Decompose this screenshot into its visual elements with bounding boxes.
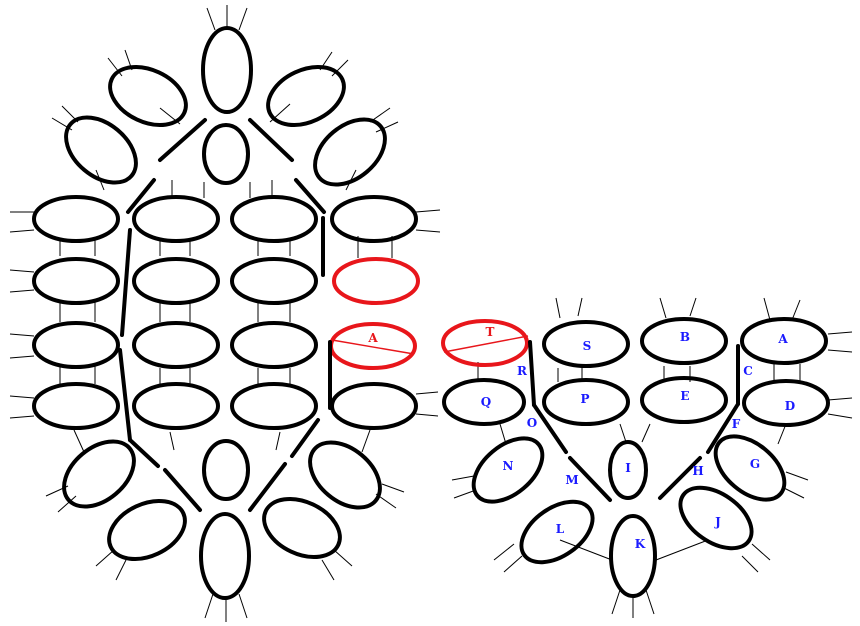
ring-label-a-left: A	[367, 331, 378, 345]
left-motif: A	[9, 5, 441, 622]
ring-b	[640, 317, 728, 365]
ring-label-b: B	[680, 330, 690, 344]
right-threads	[451, 297, 853, 618]
ring-e	[640, 376, 728, 424]
ring-a	[740, 317, 828, 365]
ring	[330, 195, 418, 243]
ring-label-g: G	[750, 457, 760, 471]
ring-g	[713, 434, 787, 502]
ring-j	[678, 485, 754, 551]
ring	[230, 382, 318, 430]
divider-line	[331, 339, 415, 355]
ring-label-p: P	[580, 392, 589, 406]
ring-label-i: I	[625, 461, 631, 475]
ring-label-h: H	[692, 464, 703, 478]
ring	[313, 117, 387, 187]
ring-label-e: E	[680, 389, 689, 403]
ring-k	[609, 514, 657, 598]
ring-label-s: S	[583, 339, 592, 353]
highlighted-ring	[332, 257, 420, 305]
ring-label-q: Q	[481, 395, 491, 409]
ring	[32, 257, 120, 305]
ring	[32, 195, 120, 243]
ring-n	[471, 436, 545, 504]
ring-l	[519, 499, 595, 565]
right-rings	[441, 317, 830, 598]
ring-label-c: C	[743, 364, 753, 378]
ring-label-a: A	[777, 332, 788, 346]
ring	[199, 512, 251, 600]
ring-label-o: O	[527, 416, 537, 430]
ring	[108, 64, 188, 128]
ring-q	[442, 378, 526, 426]
ring-label-m: M	[565, 473, 578, 487]
ring	[32, 321, 120, 369]
ring-s	[542, 320, 630, 368]
ring	[132, 321, 220, 369]
ring-label-d: D	[785, 399, 795, 413]
ring	[266, 64, 346, 128]
left-chains	[118, 118, 332, 512]
ring	[202, 439, 250, 501]
ring-label-k: K	[635, 537, 646, 551]
ring-i	[608, 440, 648, 500]
ring	[132, 195, 220, 243]
ring	[107, 498, 187, 562]
ring	[230, 195, 318, 243]
ring	[308, 440, 382, 510]
right-chains	[528, 340, 740, 502]
ring	[230, 321, 318, 369]
ring-label-t: T	[486, 325, 495, 339]
ring-p	[542, 378, 630, 426]
ring-label-j: J	[714, 515, 721, 529]
ring-d	[742, 379, 830, 427]
ring-label-l: L	[556, 522, 565, 536]
right-motif: T S B A R C Q P E D O F N I H G M J L K	[441, 297, 853, 618]
left-rings	[32, 26, 420, 600]
ring-label-f: F	[732, 417, 741, 431]
ring	[230, 257, 318, 305]
divider-line-t	[443, 335, 529, 353]
ring-label-r: R	[517, 364, 528, 378]
ring	[64, 115, 138, 185]
ring	[201, 26, 253, 114]
ring	[32, 382, 120, 430]
picot-threads	[9, 5, 441, 622]
ring	[62, 439, 136, 509]
ring	[202, 123, 250, 185]
ring	[262, 496, 342, 560]
highlighted-ring-t	[441, 319, 529, 367]
ring	[132, 382, 220, 430]
ring	[132, 257, 220, 305]
ring-label-n: N	[503, 459, 514, 473]
ring	[330, 382, 418, 430]
